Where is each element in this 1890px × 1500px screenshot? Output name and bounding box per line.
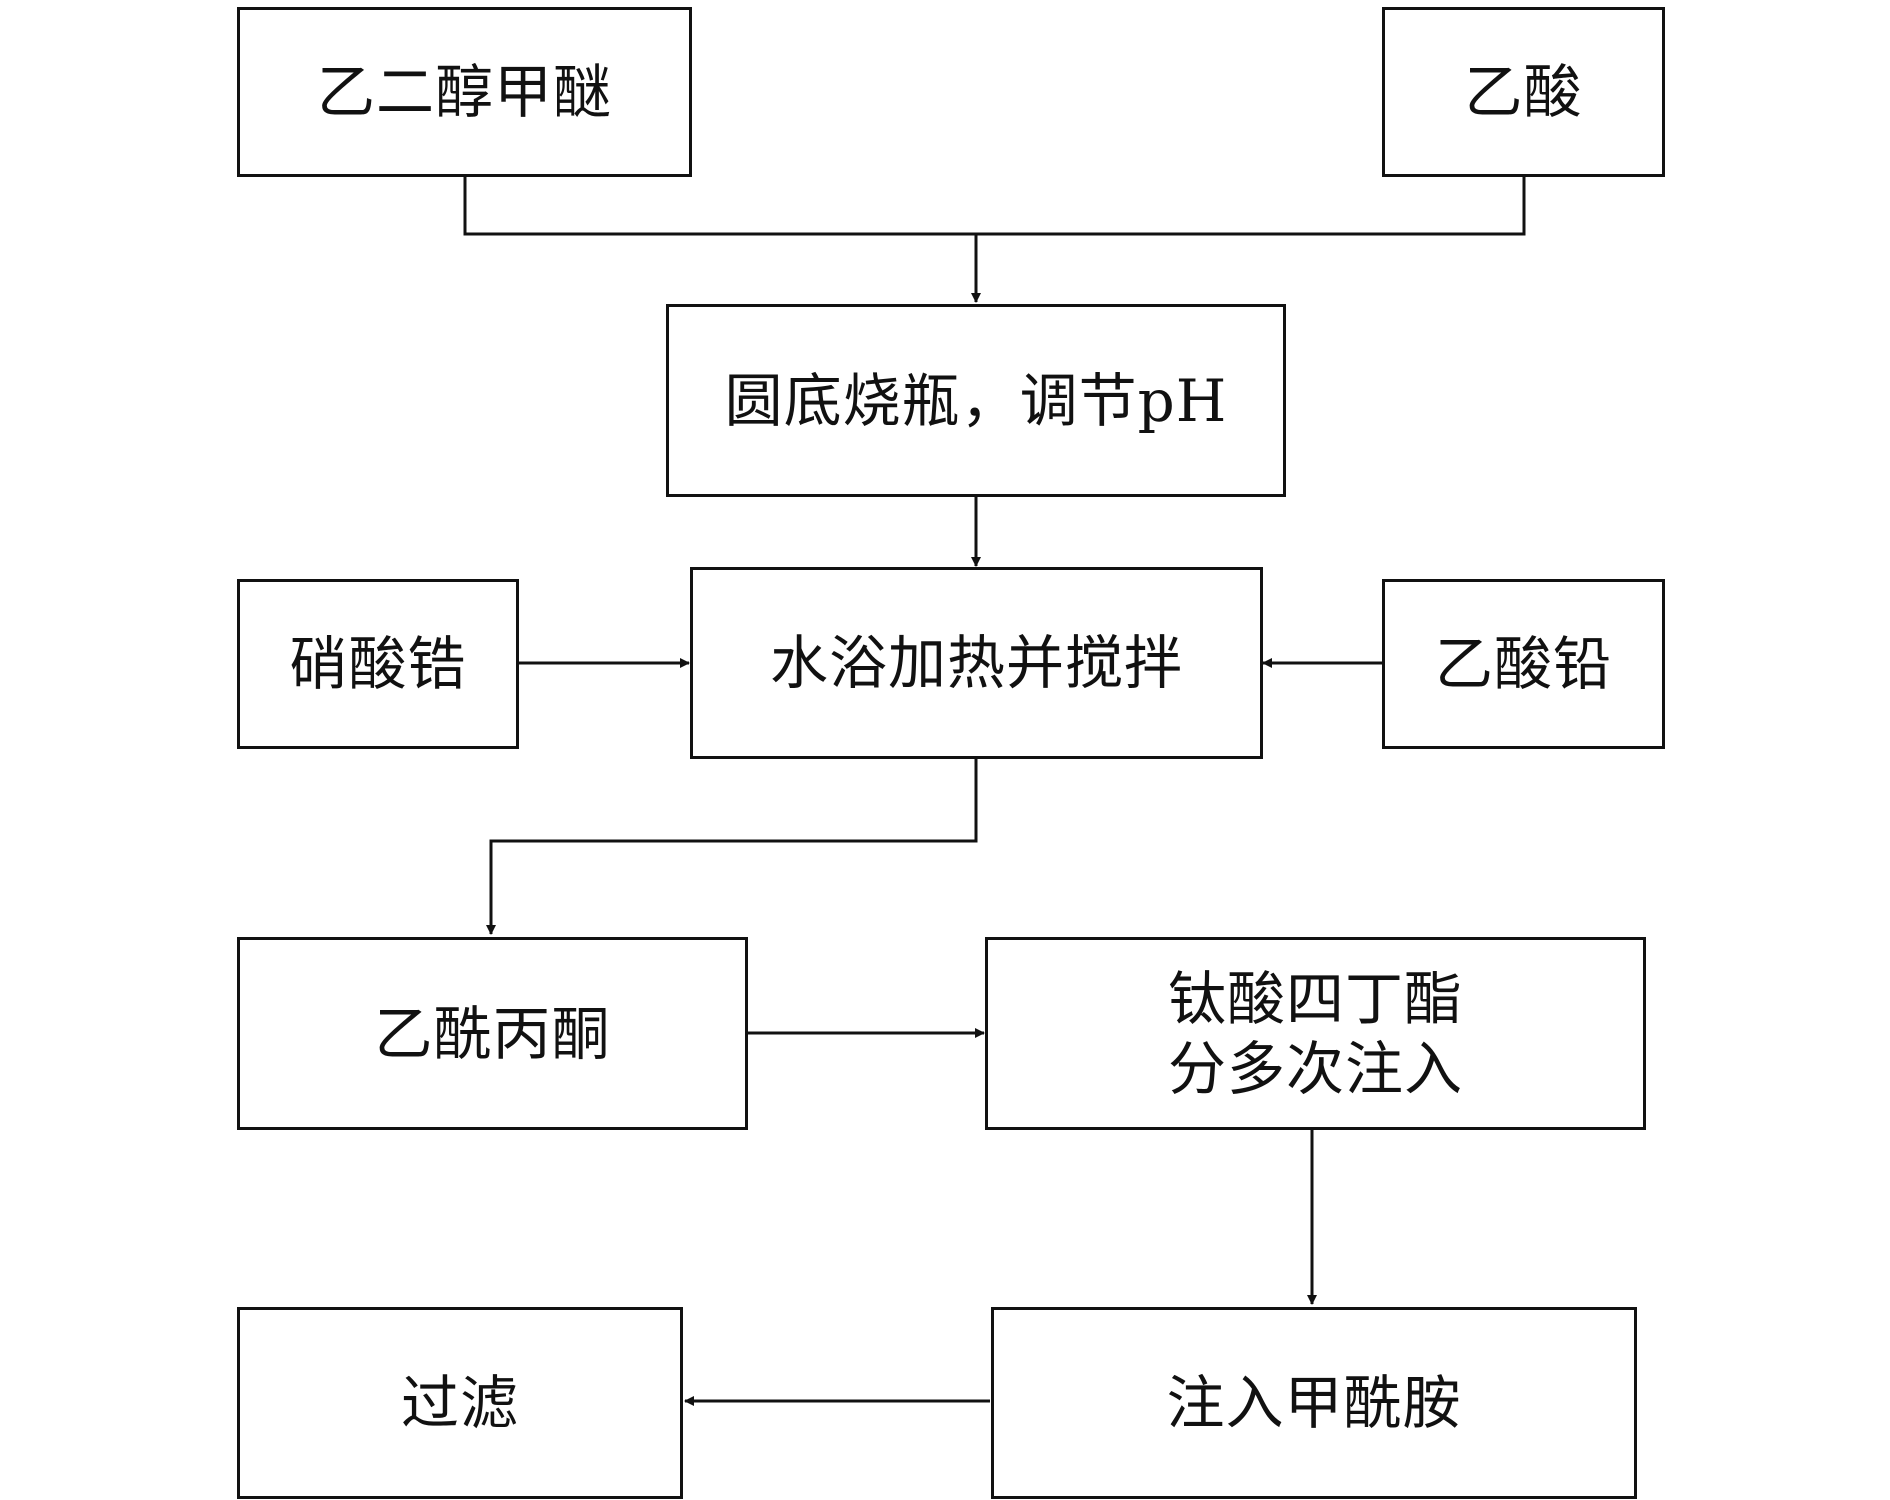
node-zirconium-nitrate: 硝酸锆 [237, 579, 519, 749]
node-label-line-2: 分多次注入 [1167, 1034, 1463, 1103]
node-formamide: 注入甲酰胺 [991, 1307, 1637, 1499]
node-label: 乙二醇甲醚 [316, 58, 612, 126]
node-label-line-1: 钛酸四丁酯 [1167, 964, 1463, 1033]
node-round-bottom-flask: 圆底烧瓶，调节pH [666, 304, 1286, 497]
connector-glycol-ether-merge [463, 176, 976, 236]
node-tetrabutyl-titanate: 钛酸四丁酯 分多次注入 [985, 937, 1646, 1130]
node-label: 乙酸 [1464, 58, 1583, 126]
node-label: 硝酸锆 [289, 630, 467, 698]
node-acetylacetone: 乙酰丙酮 [237, 937, 748, 1130]
node-label: 乙酸铅 [1434, 630, 1612, 698]
node-label: 乙酰丙酮 [374, 999, 611, 1068]
node-label: 水浴加热并搅拌 [769, 629, 1183, 697]
node-filter: 过滤 [237, 1307, 683, 1499]
arrow-water-bath-to-acetylacetone [486, 758, 978, 935]
node-acetic-acid: 乙酸 [1382, 7, 1665, 177]
node-ethylene-glycol-methyl-ether: 乙二醇甲醚 [237, 7, 692, 177]
connector-acetic-acid-merge [976, 176, 1526, 236]
node-label: 注入甲酰胺 [1166, 1369, 1462, 1437]
node-label: 圆底烧瓶，调节pH [724, 366, 1228, 435]
node-water-bath: 水浴加热并搅拌 [690, 567, 1263, 759]
node-lead-acetate: 乙酸铅 [1382, 579, 1665, 749]
node-label: 过滤 [400, 1369, 519, 1437]
